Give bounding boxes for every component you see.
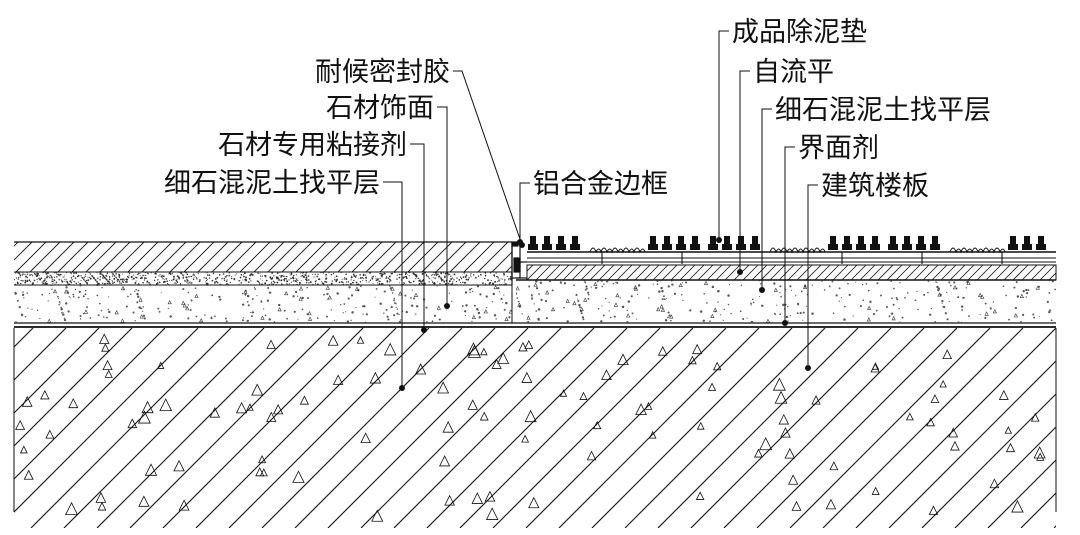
label-stone-adhesive: 石材专用粘接剂 [218, 130, 407, 161]
callout-labels: 耐候密封胶 石材饰面 石材专用粘接剂 细石混泥土找平层 铝合金边框 成品除泥垫 … [164, 17, 991, 202]
stone-finish-layer [14, 241, 513, 285]
leader-lines [383, 30, 818, 388]
self-leveling-layer [526, 264, 1057, 281]
entrance-mat [527, 236, 1056, 264]
label-interface-agent: 界面剂 [798, 133, 879, 164]
label-stone-finish: 石材饰面 [326, 93, 434, 124]
label-aluminum-frame: 铝合金边框 [533, 169, 668, 200]
aluminum-edge-frame [511, 241, 527, 279]
leader-dots [399, 237, 811, 391]
label-screed-left: 细石混泥土找平层 [164, 168, 380, 199]
label-screed-right: 细石混泥土找平层 [775, 95, 991, 126]
label-floor-slab: 建筑楼板 [821, 171, 929, 202]
label-entrance-mat: 成品除泥垫 [732, 17, 867, 48]
label-sealant: 耐候密封胶 [315, 57, 450, 88]
screed-layer [14, 279, 1056, 323]
floor-slab [13, 322, 1057, 528]
label-self-leveling: 自流平 [753, 57, 834, 88]
adhesive-layer [14, 271, 512, 285]
